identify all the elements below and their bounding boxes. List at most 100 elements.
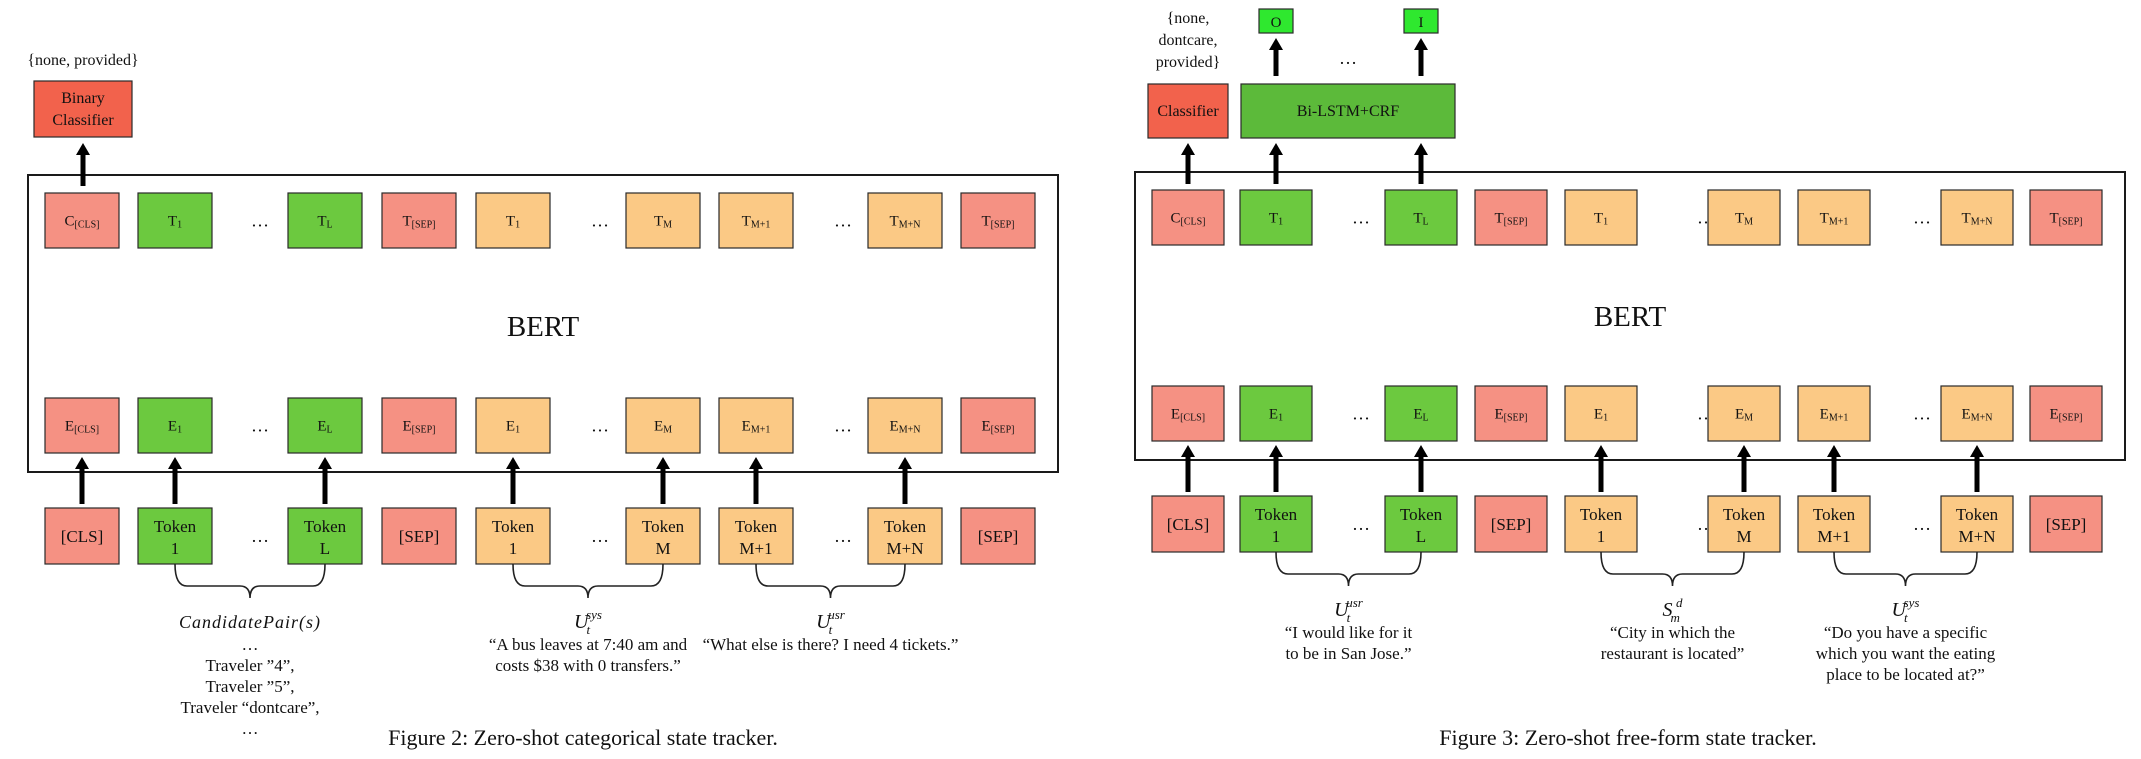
label-sub: M	[1744, 217, 1753, 228]
label-sub: [SEP]	[1504, 217, 1528, 228]
math-sup: usr	[828, 607, 846, 622]
input-embedding-box	[1940, 385, 2014, 442]
label-sub: 1	[1603, 413, 1608, 424]
token-box	[137, 507, 213, 565]
token-box-label: Token	[642, 517, 685, 536]
token-box	[44, 507, 120, 565]
brace-text: …	[242, 719, 259, 738]
brace-label: CandidatePair(s)	[179, 612, 321, 633]
label-main: E	[981, 419, 990, 435]
label-sub: 1	[1278, 413, 1283, 424]
output-embedding-box-label: TM+N	[1962, 211, 1993, 228]
input-arrow	[656, 457, 670, 504]
brace	[755, 563, 906, 599]
input-embedding-box	[1707, 385, 1781, 442]
token-box	[1384, 495, 1458, 553]
label-sub: M+N	[899, 220, 921, 231]
label-sub: M	[663, 425, 672, 436]
ellipsis: …	[251, 211, 269, 231]
input-embedding-box-label: E1	[506, 419, 520, 436]
classifier-label: Classifier	[52, 112, 114, 129]
input-embedding-box	[1564, 385, 1638, 442]
token-box-label: 1	[509, 539, 518, 558]
brace-text: Traveler ”5”,	[205, 677, 294, 696]
input-embedding-box-label: E1	[1269, 407, 1283, 424]
output-embedding-box	[1564, 189, 1638, 246]
output-embedding-box	[1151, 189, 1225, 246]
output-embedding-box	[137, 192, 213, 249]
bilstm-label: Bi-LSTM+CRF	[1297, 103, 1399, 120]
brace	[174, 563, 326, 599]
arrow-head	[1269, 143, 1283, 155]
label-main: E	[506, 419, 515, 435]
token-box-label: M+1	[739, 539, 772, 558]
brace-text: place to be located at?”	[1826, 665, 1985, 684]
output-label-set: {none,	[1167, 10, 1210, 27]
label-main: E	[317, 419, 326, 435]
label-sub: M+1	[751, 220, 771, 231]
ellipsis: …	[1352, 208, 1370, 228]
brace-label: Smd	[1663, 595, 1683, 625]
classifier-box	[1147, 83, 1229, 139]
tag-o-label: O	[1271, 15, 1282, 31]
arrow-head	[1181, 143, 1195, 155]
label-main: T	[1413, 211, 1422, 227]
bert-container	[27, 174, 1059, 473]
label-sub: M	[663, 220, 672, 231]
label-main: E	[1820, 407, 1829, 423]
math-sub: t	[1347, 610, 1351, 625]
math-sub: m	[1671, 610, 1680, 625]
output-embedding-box	[1707, 189, 1781, 246]
ellipsis: …	[834, 416, 852, 436]
math-base: U	[574, 611, 590, 633]
arrow-head	[1414, 445, 1428, 457]
token-box-label: [CLS]	[61, 527, 104, 546]
token-box-label: [SEP]	[978, 527, 1019, 546]
output-embedding-box-label: T1	[506, 214, 520, 231]
input-embedding-box	[137, 397, 213, 454]
arrow-head	[1181, 445, 1195, 457]
bert-label: BERT	[1594, 301, 1667, 333]
ellipsis: …	[1352, 404, 1370, 424]
math-sub: t	[829, 622, 833, 637]
label-sub: 1	[177, 425, 182, 436]
ellipsis: …	[591, 526, 609, 546]
input-embedding-box	[2029, 385, 2103, 442]
token-box-label: [SEP]	[2046, 515, 2087, 534]
arrow-head	[1594, 445, 1608, 457]
token-box-label: Token	[1580, 505, 1623, 524]
label-sub: [CLS]	[75, 220, 100, 231]
token-box	[625, 507, 701, 565]
label-main: E	[402, 419, 411, 435]
math-sub: t	[586, 622, 590, 637]
output-embedding-box	[867, 192, 943, 249]
token-box-label: [SEP]	[1491, 515, 1532, 534]
brace-text: restaurant is located”	[1601, 644, 1745, 663]
token-box-label: 1	[1597, 527, 1606, 546]
math-base: U	[1892, 599, 1908, 621]
arrow-head	[1414, 38, 1428, 50]
token-box	[381, 507, 457, 565]
classifier-label: Binary	[61, 90, 105, 107]
label-sub: 1	[1278, 217, 1283, 228]
input-embedding-box-label: EM	[1735, 407, 1753, 424]
input-embedding-box-label: EL	[1413, 407, 1428, 424]
output-embedding-box	[1940, 189, 2014, 246]
token-box-label: M	[1736, 527, 1751, 546]
label-main: T	[402, 214, 411, 230]
output-embedding-box	[1474, 189, 1548, 246]
label-main: E	[1594, 407, 1603, 423]
brace-text: costs $38 with 0 transfers.”	[495, 656, 681, 675]
label-sub: [CLS]	[1181, 217, 1206, 228]
token-box-label: M+N	[1959, 527, 1996, 546]
label-sub: 1	[515, 220, 520, 231]
token-box	[1707, 495, 1781, 553]
math-sup: usr	[1346, 595, 1364, 610]
input-embedding-box	[867, 397, 943, 454]
ellipsis: …	[1352, 514, 1370, 534]
brace-text: which you want the eating	[1816, 644, 1996, 663]
tag-o-box	[1258, 8, 1294, 34]
input-embedding-box	[287, 397, 363, 454]
label-sub: M+N	[1971, 413, 1993, 424]
